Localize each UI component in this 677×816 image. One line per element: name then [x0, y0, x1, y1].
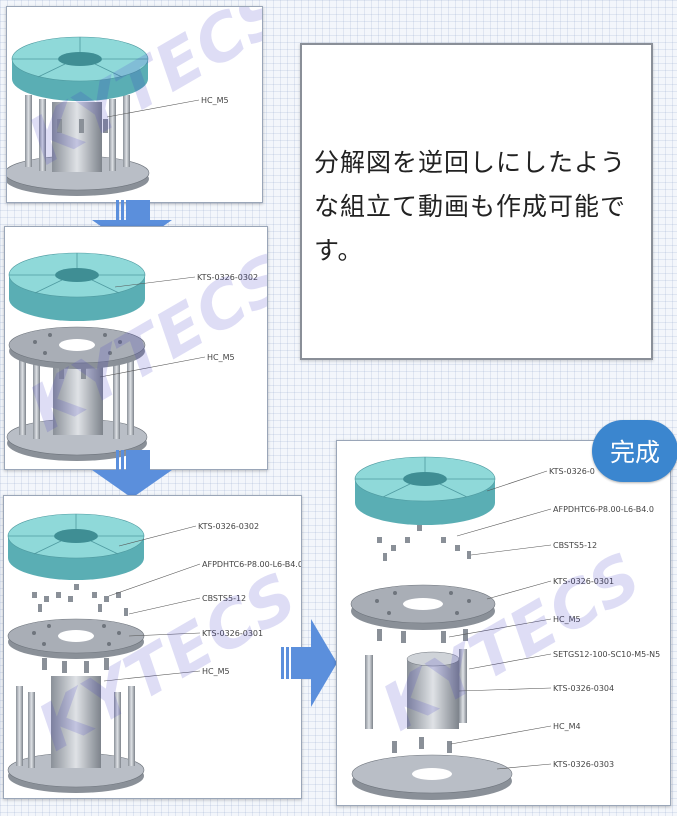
right-arrow-icon [281, 619, 337, 707]
completed-drawing: KTS-0326-0 AFPDHTC6-P8.00-L6-B4.0 CBSTS5… [350, 456, 660, 800]
part-label: AFPDHTC6-P8.00-L6-B4.0 [202, 560, 301, 569]
part-label: HC_M5 [201, 96, 229, 105]
exploded-view-3: KTS-0326-0302 AFPDHTC6-P8.00-L6-B4.0 CBS… [3, 495, 302, 799]
description-text: 分解図を逆回しにしたような組立て動画も作成可能です。 [314, 148, 627, 265]
part-label: HC_M5 [202, 667, 230, 676]
exploded-view-2: KTS-0326-0302 HC_M5 KYTECS [4, 226, 268, 470]
completed-view: KTS-0326-0 AFPDHTC6-P8.00-L6-B4.0 CBSTS5… [336, 440, 671, 806]
part-label: SETGS12-100-SC10-M5-N5 [553, 650, 660, 659]
part-label: KTS-0326-0303 [553, 760, 614, 769]
watermark-text: KYTECS [16, 7, 262, 180]
watermark-text: KYTECS [26, 559, 301, 766]
part-label: KTS-0326-0301 [553, 577, 614, 586]
part-label: KTS-0326-0301 [202, 629, 263, 638]
complete-badge: 完成 [592, 420, 677, 482]
part-label: HC_M5 [207, 353, 235, 362]
part-label: CBSTS5-12 [202, 594, 246, 603]
exploded-drawing-2: KTS-0326-0302 HC_M5 KYTECS [6, 240, 267, 461]
part-label: KTS-0326-0302 [198, 522, 259, 531]
part-label: AFPDHTC6-P8.00-L6-B4.0 [553, 505, 654, 514]
assembly-view-1: HC_M5 KYTECS [6, 6, 263, 203]
down-arrow-icon [92, 450, 172, 498]
part-label: HC_M4 [553, 722, 581, 731]
part-label: KTS-0326-0304 [553, 684, 614, 693]
watermark-text: KYTECS [370, 539, 655, 746]
description-box: 分解図を逆回しにしたような組立て動画も作成可能です。 [300, 43, 653, 360]
exploded-drawing-3: KTS-0326-0302 AFPDHTC6-P8.00-L6-B4.0 CBS… [7, 513, 301, 793]
part-label: CBSTS5-12 [553, 541, 597, 550]
part-label: HC_M5 [553, 615, 581, 624]
assembly-drawing-1: HC_M5 KYTECS [7, 7, 262, 196]
part-label: KTS-0326-0 [549, 467, 595, 476]
part-label: KTS-0326-0302 [197, 273, 258, 282]
